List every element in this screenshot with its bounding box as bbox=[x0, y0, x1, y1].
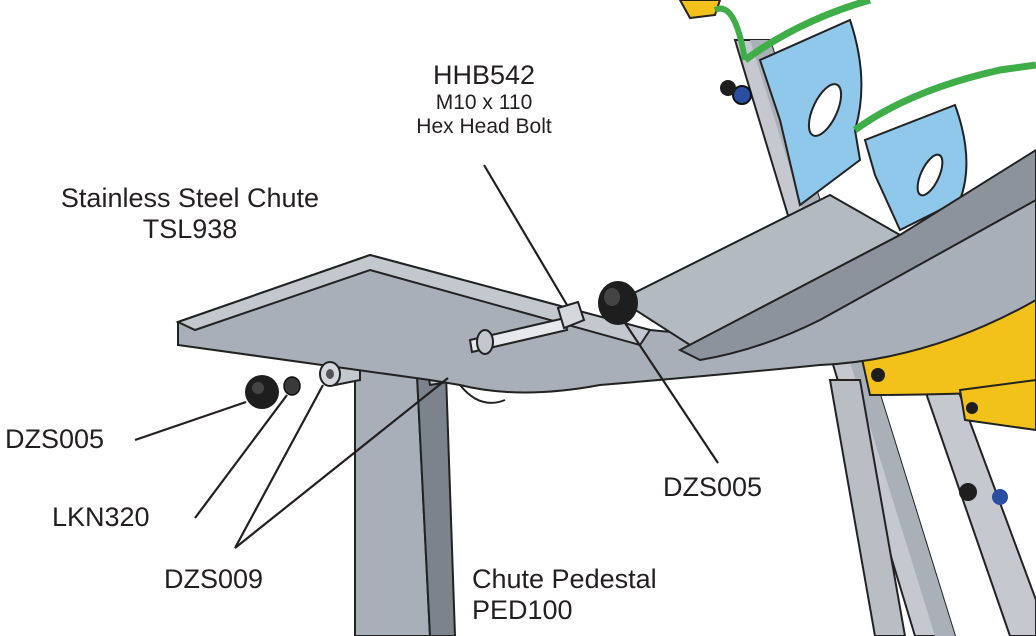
cap-nut-right bbox=[598, 281, 638, 325]
leader-dzs005-right bbox=[624, 322, 719, 464]
callout-hhb542: HHB542 M10 x 110 Hex Head Bolt bbox=[382, 60, 586, 139]
callout-pedestal: Chute Pedestal PED100 bbox=[472, 564, 657, 626]
callout-dzs005-right: DZS005 bbox=[663, 472, 763, 502]
chute-name: Stainless Steel Chute bbox=[60, 183, 320, 213]
green-handrail-upper bbox=[742, 0, 871, 63]
stainless-steel-chute bbox=[175, 148, 1036, 404]
chute-code: TSL938 bbox=[142, 214, 238, 245]
hex-head-bolt bbox=[468, 300, 586, 355]
leader-dzs005-left bbox=[134, 400, 247, 442]
hhb542-code: HHB542 bbox=[432, 60, 536, 90]
pedestal-code: PED100 bbox=[472, 595, 573, 626]
leader-dzs009-a bbox=[234, 384, 324, 549]
hhb542-desc: Hex Head Bolt bbox=[416, 115, 552, 139]
callout-dzs005-left: DZS005 bbox=[5, 424, 105, 454]
play-structure bbox=[678, 0, 1036, 636]
hhb542-size: M10 x 110 bbox=[435, 91, 533, 115]
callout-dzs009: DZS009 bbox=[164, 564, 264, 594]
callout-lkn320: LKN320 bbox=[52, 502, 150, 532]
green-handrail-lower bbox=[852, 61, 1036, 133]
lock-nut bbox=[283, 376, 301, 396]
callout-chute: Stainless Steel Chute TSL938 bbox=[20, 183, 360, 245]
leader-lkn320 bbox=[194, 394, 288, 519]
leader-dzs009-b bbox=[234, 377, 449, 549]
left-fasteners bbox=[245, 361, 341, 409]
pedestal-name: Chute Pedestal bbox=[472, 564, 657, 594]
leader-hhb542 bbox=[483, 164, 568, 306]
leader-lines bbox=[134, 164, 719, 549]
